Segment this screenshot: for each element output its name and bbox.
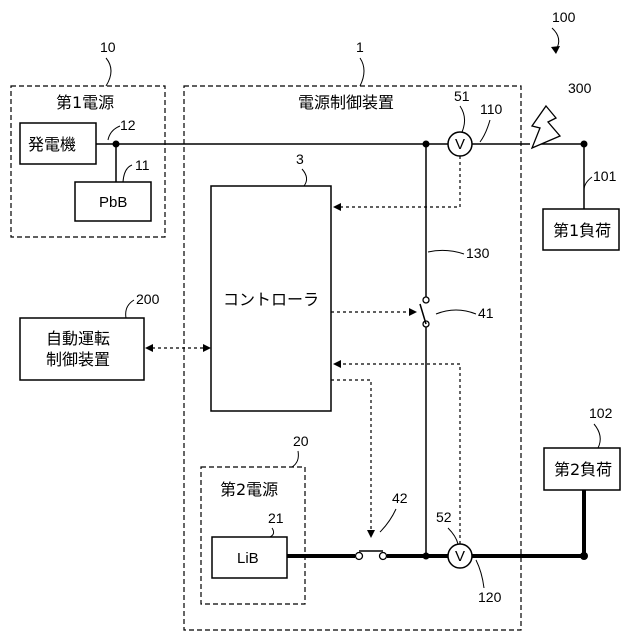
junction-line130-bottom [423,553,430,560]
first-power-ref-leader [106,58,111,86]
load2-ref-leader [594,424,600,448]
voltage-sensor-52-glyph: V [455,548,465,565]
line-130-ref: 130 [466,245,490,261]
pbb-battery-ref: 11 [135,157,150,173]
lib-battery-ref: 21 [268,510,284,526]
voltage-sensor-51-ref-leader [460,106,465,132]
voltage-sensor-51-ref: 51 [454,88,470,104]
line-120-ref: 120 [478,589,502,605]
voltage-sensor-52-ref: 52 [436,509,452,525]
junction-generator [113,141,120,148]
first-power-title: 第1電源 [56,93,114,112]
switch-42-ref: 42 [392,490,408,506]
load2-label: 第2負荷 [554,460,612,479]
line-130-ref-leader [428,250,464,254]
switch-41-ref-leader [436,310,476,314]
load1-label: 第1負荷 [553,221,611,240]
switch-41-blade [420,304,426,324]
signal-sensor51-arrowhead [333,203,341,211]
controller-ref-leader [302,169,307,186]
generator-ref-leader [108,126,120,140]
line-110-ref-leader [480,120,490,142]
switch-42-left-contact [356,553,363,560]
junction-load1 [581,141,588,148]
controller-ref: 3 [296,151,304,167]
switch-42-right-contact [380,553,387,560]
second-power-ref: 20 [293,433,309,449]
generator-label: 発電機 [28,135,76,154]
voltage-sensor-51-glyph: V [455,136,465,153]
load1-ref: 101 [593,168,617,184]
signal-autodrive-arrowhead-left [145,344,153,352]
lib-battery-ref-leader [270,528,274,537]
switch-41-top-contact [423,297,429,303]
signal-switch42-arrowhead [367,530,375,538]
lib-battery-label: LiB [237,550,259,567]
pbb-battery-ref-leader [123,165,132,182]
switch-42-ref-leader [380,509,396,532]
system-ref-arrowhead [551,46,560,54]
controller-label: コントローラ [223,290,319,309]
signal-sensor52-arrowhead [333,360,341,368]
voltage-sensor-52-ref-leader [448,528,458,544]
auto-drive-label-line2: 制御装置 [46,350,110,369]
auto-drive-ref-leader [126,300,134,318]
fault-lightning-icon [532,106,560,148]
load1-ref-leader [584,177,592,190]
system-ref-label: 100 [552,9,576,25]
fault-ref: 300 [568,80,592,96]
signal-switch41-arrowhead [409,308,417,316]
second-power-title: 第2電源 [220,480,278,499]
auto-drive-box [20,318,144,380]
pbb-battery-label: PbB [99,194,127,211]
signal-controller-to-switch42 [331,380,371,530]
switch-41-ref: 41 [478,305,494,321]
signal-autodrive-arrowhead-right [203,344,211,352]
auto-drive-ref: 200 [136,291,160,307]
line-110-ref: 110 [480,101,503,117]
generator-ref: 12 [120,117,136,133]
power-control-ref: 1 [356,39,364,55]
power-control-title: 電源制御装置 [298,93,394,112]
load2-ref: 102 [589,405,613,421]
auto-drive-label-line1: 自動運転 [46,329,110,348]
line-120-ref-leader [476,560,484,588]
first-power-ref: 10 [100,39,116,55]
junction-load2 [580,552,588,560]
signal-sensor51-to-controller [340,156,460,207]
power-control-ref-leader [360,58,364,86]
second-power-ref-leader [292,451,298,467]
